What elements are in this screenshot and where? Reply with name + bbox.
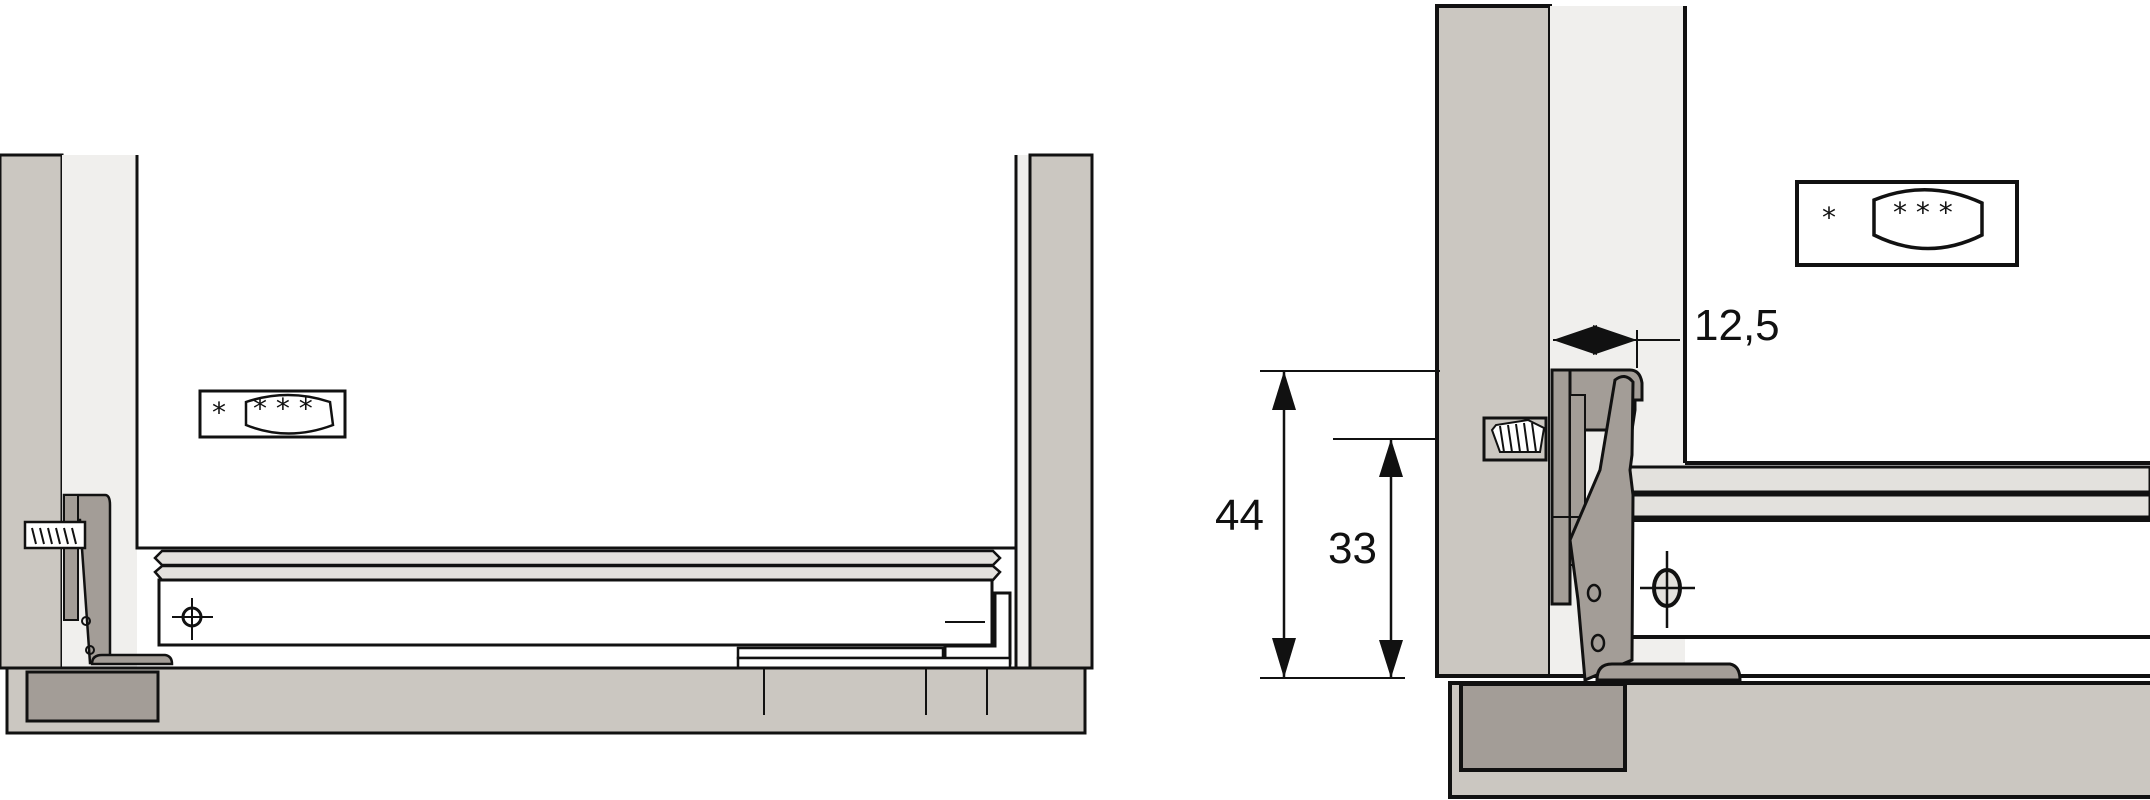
dimension-label-overlay: 12,5 — [1694, 301, 1780, 350]
dimension-label-33: 33 — [1328, 524, 1377, 573]
right-hinge-cup — [1459, 682, 1627, 772]
right-drawer-rail-lower — [1619, 493, 2150, 519]
right-hinge-icon — [1482, 368, 1742, 683]
left-cabinet-label: * * * * — [198, 389, 347, 439]
right-drawer-side-runner — [1623, 518, 2150, 639]
left-mounting-hole-icon — [172, 598, 213, 640]
right-label-triple-star: * * * — [1893, 196, 1953, 229]
right-strip — [1016, 155, 1030, 668]
right-view: 12,5 44 33 * * * * — [1215, 4, 2150, 799]
left-drawer-rail-upper — [153, 549, 1002, 567]
right-mounting-hole-icon — [1640, 551, 1695, 628]
right-cabinet-label: * * * * — [1795, 180, 2019, 267]
right-cabinet-side-panel — [1028, 153, 1094, 670]
left-hinge-cup — [25, 670, 160, 723]
right-view-side-panel — [1435, 4, 1552, 678]
left-drawer-front — [135, 155, 1018, 550]
left-view: * * * * — [0, 153, 1094, 735]
left-drawer-side-runner — [157, 578, 994, 647]
dimension-height-33: 33 — [1328, 438, 1435, 678]
left-label-triple-star: * * * — [253, 392, 313, 425]
left-label-single-star: * — [212, 396, 226, 429]
left-drawer-rail-lower — [153, 564, 1002, 582]
dimension-label-44: 44 — [1215, 491, 1264, 540]
left-cabinet-base — [5, 666, 1087, 735]
left-cabinet-side-panel — [0, 153, 64, 670]
dimension-overlay-12-5: 12,5 — [1553, 301, 1780, 368]
right-label-single-star: * — [1822, 201, 1836, 234]
right-drawer-rail-upper — [1619, 465, 2150, 494]
dimension-height-44: 44 — [1215, 370, 1440, 679]
left-hinge-icon — [23, 493, 174, 666]
